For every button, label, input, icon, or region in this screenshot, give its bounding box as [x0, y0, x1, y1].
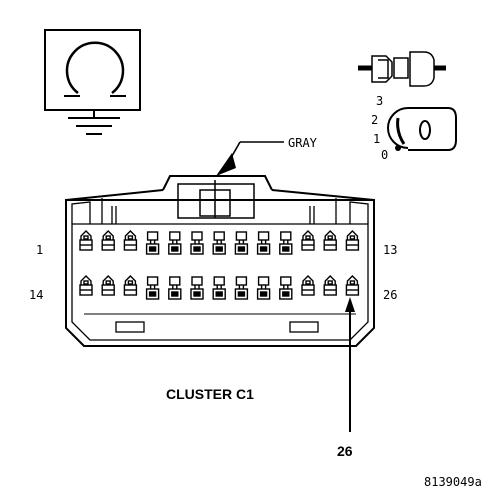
pin-26-callout-arrow — [345, 297, 355, 432]
pin-cavity-12 — [323, 230, 337, 251]
connector-name: CLUSTER C1 — [166, 386, 254, 402]
pin-cavity-13 — [345, 230, 360, 251]
svg-text:3: 3 — [376, 94, 383, 108]
pin-cavity-2 — [101, 230, 115, 251]
pin-cavity-22 — [256, 276, 271, 300]
pin-cavity-21 — [234, 276, 249, 300]
ground-symbol-icon — [44, 29, 141, 135]
pin-cavity-5 — [168, 231, 182, 255]
pin-label-14: 14 — [29, 288, 43, 302]
pin-cavity-1 — [79, 230, 93, 251]
pin-cavity-24 — [301, 275, 315, 296]
pin-cavity-26 — [345, 275, 360, 296]
callout-pin-number: 26 — [337, 443, 353, 459]
pin-label-13: 13 — [383, 243, 397, 257]
pin-cavity-19 — [190, 276, 204, 300]
pin-cavity-23 — [279, 276, 293, 300]
pin-cavity-25 — [323, 275, 337, 296]
pin-cavity-14 — [79, 275, 93, 296]
pin-cavity-8 — [234, 231, 249, 255]
pin-cavity-15 — [101, 275, 115, 296]
pin-cavity-17 — [145, 276, 160, 300]
svg-text:2: 2 — [371, 113, 378, 127]
wire-color-label: GRAY — [288, 136, 318, 150]
pin-cavity-16 — [123, 275, 138, 296]
figure-id: 8139049a — [424, 475, 482, 489]
svg-text:0: 0 — [381, 148, 388, 162]
pin-cavity-6 — [190, 231, 204, 255]
pin-cavity-10 — [279, 231, 293, 255]
pin-cavity-20 — [212, 276, 226, 300]
connector-body — [65, 175, 375, 347]
pin-label-26: 26 — [383, 288, 397, 302]
pin-cavity-11 — [301, 230, 315, 251]
svg-text:1: 1 — [373, 132, 380, 146]
pin-cavities — [79, 230, 360, 300]
pin-cavity-4 — [145, 231, 160, 255]
pin-cavity-3 — [123, 230, 138, 251]
pin-cavity-9 — [256, 231, 271, 255]
pin-cavity-18 — [168, 276, 182, 300]
ignition-key-icon: 3 2 1 0 — [371, 94, 457, 162]
gray-callout-arrow — [216, 141, 284, 176]
terminal-icon — [358, 51, 446, 87]
pin-label-1: 1 — [36, 243, 43, 257]
pin-cavity-7 — [212, 231, 226, 255]
